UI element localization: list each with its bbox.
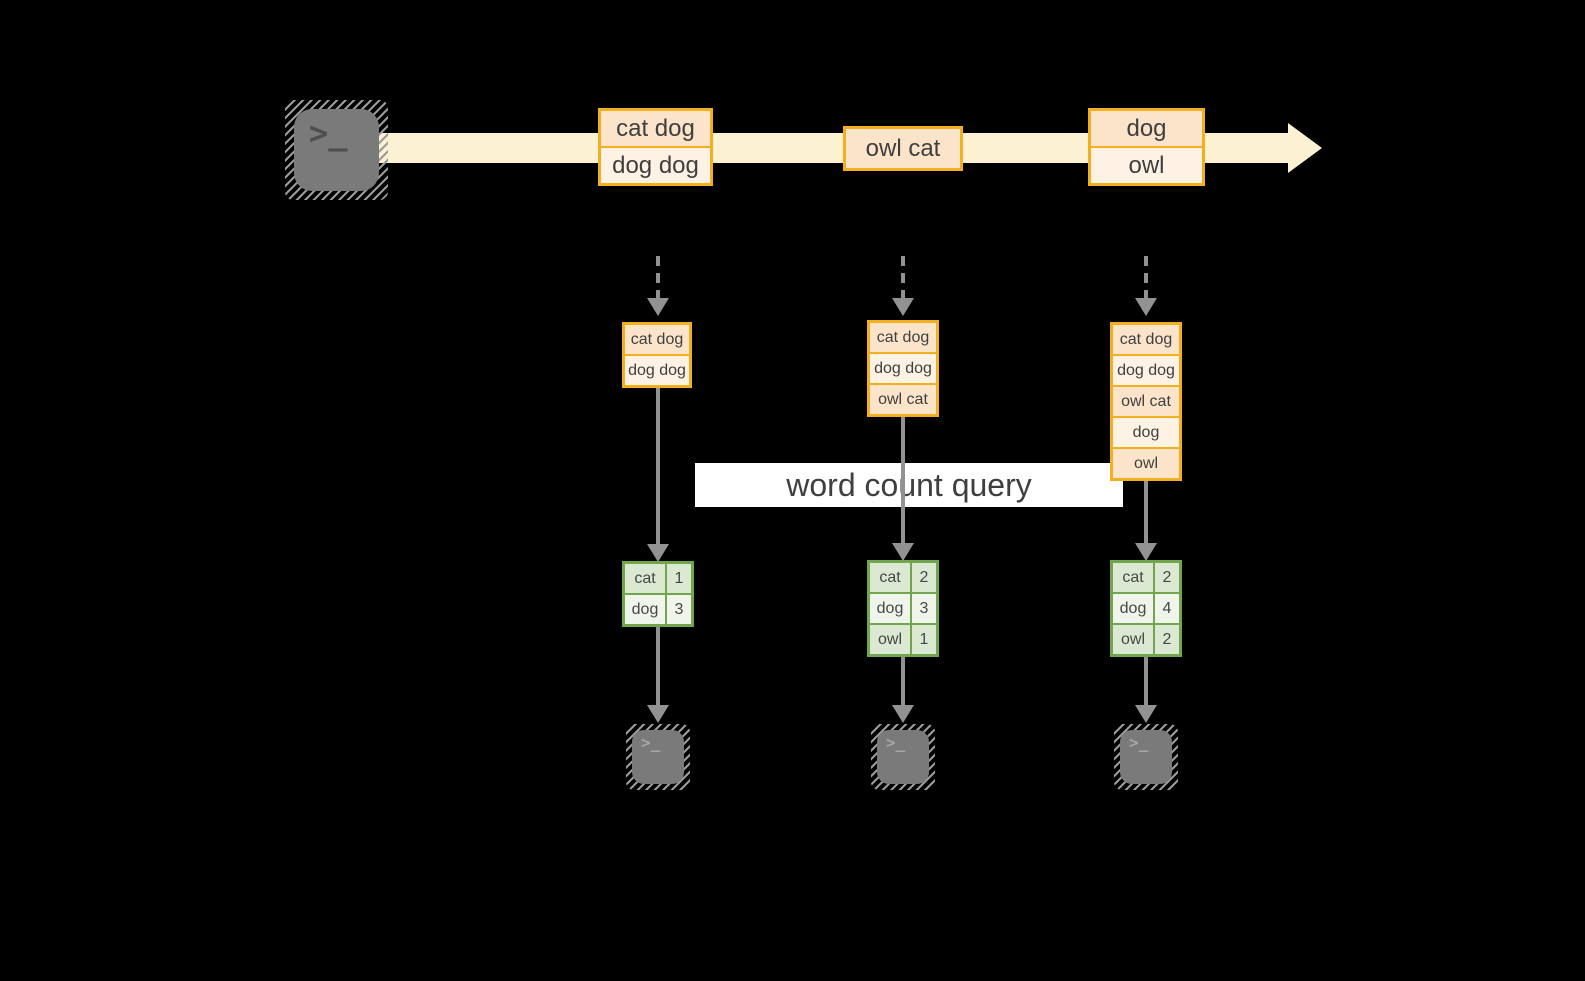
count-cell: 2 <box>1155 625 1179 654</box>
stream-arrowhead-icon <box>1288 123 1322 173</box>
count-cell: 3 <box>912 594 936 623</box>
table-row: cat 2 <box>870 563 936 592</box>
buffer-row: owl cat <box>870 385 936 414</box>
table-row: dog 4 <box>1113 594 1179 623</box>
terminal-source-icon: >_ <box>285 100 388 200</box>
buffer-row: owl <box>1113 449 1179 478</box>
ingest-arrow-line-2 <box>901 256 905 298</box>
record-buffer-3: cat dog dog dog owl cat dog owl <box>1110 322 1182 481</box>
buffer-row: cat dog <box>1113 325 1179 354</box>
output-arrowhead-icon-3 <box>1135 705 1157 723</box>
ingest-arrowhead-icon-1 <box>647 298 669 316</box>
word-cell: dog <box>1113 594 1153 623</box>
output-arrow-line-3 <box>1144 657 1148 705</box>
word-cell: dog <box>625 595 665 624</box>
count-cell: 2 <box>1155 563 1179 592</box>
word-cell: dog <box>870 594 910 623</box>
batch-row: dog <box>1091 111 1202 146</box>
word-cell: cat <box>625 564 665 593</box>
output-arrow-line-1 <box>656 627 660 705</box>
word-cell: cat <box>870 563 910 592</box>
buffer-row: dog dog <box>625 356 689 385</box>
terminal-sink-icon-3: >_ <box>1114 724 1178 790</box>
terminal-body: >_ <box>632 730 684 784</box>
buffer-row: dog dog <box>1113 356 1179 385</box>
terminal-sink-icon-1: >_ <box>626 724 690 790</box>
terminal-body: >_ <box>294 109 379 191</box>
buffer-row: cat dog <box>625 325 689 354</box>
table-row: owl 2 <box>1113 625 1179 654</box>
batch-row: owl <box>1091 148 1202 183</box>
count-cell: 2 <box>912 563 936 592</box>
batch-row: cat dog <box>601 111 710 146</box>
table-row: cat 2 <box>1113 563 1179 592</box>
word-cell: owl <box>1113 625 1153 654</box>
stream-batch-1: cat dog dog dog <box>598 108 713 186</box>
query-arrow-line-2 <box>901 415 905 543</box>
terminal-prompt-icon: >_ <box>1129 733 1149 752</box>
word-cell: cat <box>1113 563 1153 592</box>
batch-row: dog dog <box>601 148 710 183</box>
buffer-row: dog dog <box>870 354 936 383</box>
output-arrowhead-icon-2 <box>892 705 914 723</box>
ingest-arrowhead-icon-3 <box>1135 298 1157 316</box>
record-buffer-1: cat dog dog dog <box>622 322 692 388</box>
record-buffer-2: cat dog dog dog owl cat <box>867 320 939 417</box>
query-arrowhead-icon-1 <box>647 544 669 562</box>
count-table-3: cat 2 dog 4 owl 2 <box>1110 560 1182 657</box>
terminal-sink-icon-2: >_ <box>871 724 935 790</box>
count-cell: 4 <box>1155 594 1179 623</box>
terminal-body: >_ <box>877 730 929 784</box>
table-row: dog 3 <box>625 595 691 624</box>
stream-batch-3: dog owl <box>1088 108 1205 186</box>
terminal-prompt-icon: >_ <box>309 114 348 152</box>
table-row: cat 1 <box>625 564 691 593</box>
stream-batch-2: owl cat <box>843 126 963 171</box>
count-cell: 3 <box>667 595 691 624</box>
query-label-text: word count query <box>786 466 1032 503</box>
count-table-2: cat 2 dog 3 owl 1 <box>867 560 939 657</box>
buffer-row: dog <box>1113 418 1179 447</box>
ingest-arrow-line-1 <box>656 256 660 298</box>
query-label: word count query <box>695 463 1123 507</box>
word-cell: owl <box>870 625 910 654</box>
ingest-arrowhead-icon-2 <box>892 298 914 316</box>
terminal-prompt-icon: >_ <box>886 733 906 752</box>
query-arrowhead-icon-3 <box>1135 543 1157 561</box>
query-arrow-line-3 <box>1144 479 1148 543</box>
terminal-body: >_ <box>1120 730 1172 784</box>
count-cell: 1 <box>912 625 936 654</box>
count-cell: 1 <box>667 564 691 593</box>
output-arrowhead-icon-1 <box>647 705 669 723</box>
count-table-1: cat 1 dog 3 <box>622 561 694 627</box>
terminal-prompt-icon: >_ <box>641 733 661 752</box>
table-row: dog 3 <box>870 594 936 623</box>
ingest-arrow-line-3 <box>1144 256 1148 298</box>
buffer-row: cat dog <box>870 323 936 352</box>
batch-row: owl cat <box>846 129 960 168</box>
table-row: owl 1 <box>870 625 936 654</box>
output-arrow-line-2 <box>901 657 905 705</box>
query-arrow-line-1 <box>656 386 660 544</box>
query-arrowhead-icon-2 <box>892 543 914 561</box>
buffer-row: owl cat <box>1113 387 1179 416</box>
